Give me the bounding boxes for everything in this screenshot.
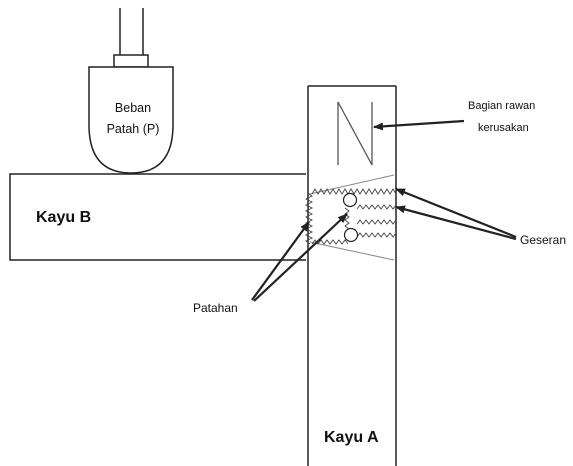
fracture-annotation: Patahan — [193, 213, 348, 315]
wood-a-label: Kayu A — [324, 429, 379, 446]
shear-arrow-lower — [395, 205, 517, 241]
vulnerable-label-line1: Bagian rawan — [468, 100, 535, 112]
shear-zigzag-middle-lower — [356, 219, 397, 225]
wood-a-member: Kayu A — [307, 85, 397, 466]
vulnerable-zone: Bagian rawan kerusakan — [337, 100, 535, 166]
splice-bottom-line — [309, 241, 395, 261]
load-label-line2: Patah (P) — [107, 122, 160, 136]
shear-zigzag-bottom — [356, 232, 397, 238]
load-connector — [113, 54, 149, 68]
vulnerable-arrow — [373, 119, 465, 131]
shear-label: Geseran — [520, 233, 566, 247]
fracture-label: Patahan — [193, 301, 238, 315]
wood-b-member: Kayu B — [9, 173, 306, 261]
fracture-arrow-left — [251, 221, 310, 301]
fastener-upper-icon — [342, 192, 358, 208]
shear-arrow-upper — [395, 187, 517, 239]
fastener-lower-icon — [343, 227, 359, 243]
load-applicator: Beban Patah (P) — [88, 8, 174, 174]
wood-b-outline — [9, 173, 306, 261]
joint-region — [304, 174, 397, 261]
load-head — [88, 66, 174, 174]
vulnerable-label-line2: kerusakan — [478, 122, 529, 134]
shear-zigzag-middle-upper — [356, 204, 397, 210]
fracture-zigzag-lower — [311, 239, 349, 245]
fracture-zigzag-top — [311, 188, 397, 195]
n-shaped-mark-icon — [337, 101, 373, 166]
fracture-zigzag-left — [304, 192, 314, 245]
splice-top-line — [309, 174, 395, 195]
fracture-arrow-right — [253, 213, 348, 302]
wood-b-label: Kayu B — [36, 209, 91, 226]
load-label-line1: Beban — [115, 101, 151, 115]
shear-annotation: Geseran — [395, 187, 566, 247]
